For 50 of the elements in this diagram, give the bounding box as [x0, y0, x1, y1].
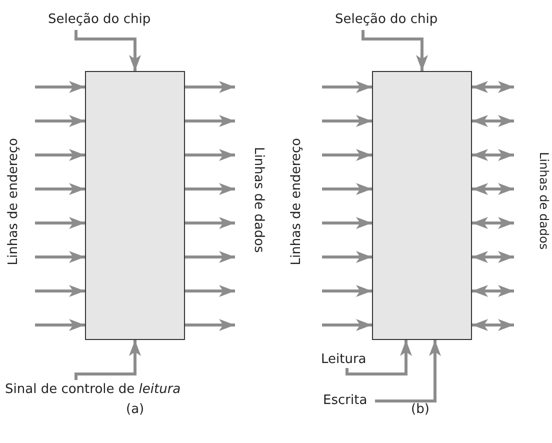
arrow: [185, 319, 235, 331]
arrow: [322, 115, 372, 127]
arrow: [35, 183, 85, 195]
double-arrow: [472, 217, 514, 229]
memory-chip-box: [85, 71, 185, 340]
arrow: [35, 81, 85, 93]
arrow: [35, 149, 85, 161]
arrow: [35, 319, 85, 331]
arrow: [35, 115, 85, 127]
double-arrow: [472, 149, 514, 161]
arrow: [322, 217, 372, 229]
arrow: [322, 183, 372, 195]
arrow: [185, 183, 235, 195]
signal-label: Seleção do chip: [48, 12, 151, 28]
arrow: [185, 81, 235, 93]
arrow: [35, 251, 85, 263]
signal-label: Escrita: [323, 393, 368, 409]
double-arrow: [472, 251, 514, 263]
memory-chip-box: [372, 71, 472, 340]
arrow: [322, 251, 372, 263]
group-label: Linhas de dados: [250, 147, 266, 253]
group-label: Linhas de endereço: [289, 138, 305, 266]
arrow: [322, 285, 372, 297]
arrow: [322, 149, 372, 161]
arrow: [185, 217, 235, 229]
group-label: Linhas de endereço: [6, 138, 22, 266]
panel-label: (b): [411, 402, 430, 418]
double-arrow: [472, 81, 514, 93]
group-label: Linhas de dados: [537, 152, 551, 250]
panel-label: (a): [126, 402, 144, 418]
arrow: [322, 319, 372, 331]
signal-label: Seleção do chip: [335, 12, 438, 28]
double-arrow: [472, 183, 514, 195]
arrow: [375, 340, 441, 402]
double-arrow: [472, 319, 514, 331]
double-arrow: [472, 115, 514, 127]
arrow: [185, 251, 235, 263]
arrow: [185, 115, 235, 127]
arrow: [74, 340, 141, 380]
arrow: [346, 340, 412, 376]
arrow: [362, 30, 428, 71]
signal-label: Sinal de controle de leitura: [5, 382, 181, 398]
signal-label: Leitura: [321, 352, 366, 368]
arrow: [185, 149, 235, 161]
double-arrow: [472, 285, 514, 297]
arrow: [35, 217, 85, 229]
arrow: [185, 285, 235, 297]
arrow: [35, 285, 85, 297]
arrow: [74, 30, 141, 71]
arrow: [322, 81, 372, 93]
